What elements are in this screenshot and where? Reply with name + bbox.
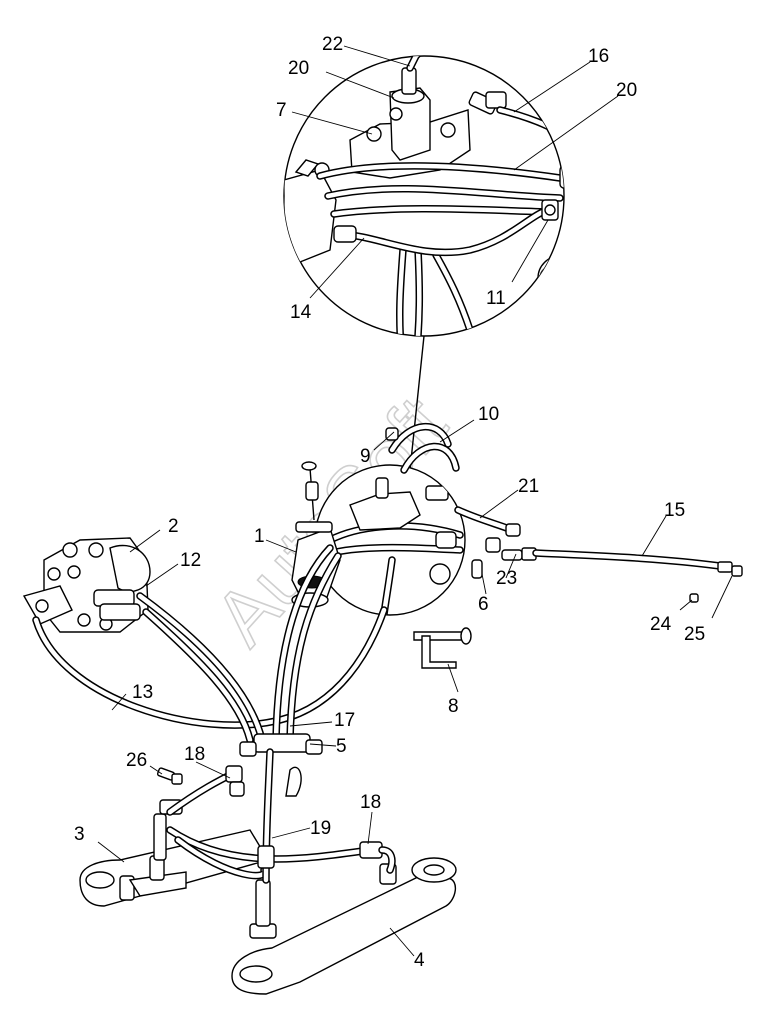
callout-5: 5 xyxy=(336,736,347,757)
callout-17: 17 xyxy=(334,710,355,731)
callout-13: 13 xyxy=(132,682,153,703)
callout-1: 1 xyxy=(254,526,265,547)
steering-unit-assembly xyxy=(314,464,466,616)
callout-12: 12 xyxy=(180,550,201,571)
leader-lines xyxy=(97,45,733,957)
callout-16: 16 xyxy=(588,46,609,67)
fitting-26 xyxy=(156,767,183,785)
cylinder-right xyxy=(231,857,457,995)
pump-unit xyxy=(22,537,151,633)
callout-15: 15 xyxy=(664,500,685,521)
detail-leader xyxy=(409,335,425,471)
callout-18a: 18 xyxy=(184,744,205,765)
callout-3: 3 xyxy=(74,824,85,845)
callout-20b: 20 xyxy=(616,80,637,101)
return-hoses xyxy=(385,423,460,474)
callout-9: 9 xyxy=(360,446,371,467)
callout-21: 21 xyxy=(518,476,539,497)
callout-23: 23 xyxy=(496,568,517,589)
callout-6: 6 xyxy=(478,594,489,615)
callout-26: 26 xyxy=(126,750,147,771)
callout-labels: 22 20 7 16 20 11 14 10 9 21 15 2 1 12 23… xyxy=(74,34,705,971)
cylinder-hoses xyxy=(166,748,396,884)
callout-2: 2 xyxy=(168,516,179,537)
callout-7: 7 xyxy=(276,100,287,121)
detail-view xyxy=(283,55,565,471)
callout-14: 14 xyxy=(290,302,312,323)
pump-hoses xyxy=(32,544,388,744)
callout-19: 19 xyxy=(310,818,331,839)
callout-11: 11 xyxy=(486,288,506,309)
callout-8: 8 xyxy=(448,696,459,717)
clamp xyxy=(239,733,323,797)
callout-18b: 18 xyxy=(360,792,381,813)
pressure-line xyxy=(454,506,743,603)
bracket-8 xyxy=(413,627,472,669)
callout-4: 4 xyxy=(414,950,425,971)
callout-25: 25 xyxy=(684,624,705,645)
callout-24: 24 xyxy=(650,614,672,635)
callout-22: 22 xyxy=(322,34,343,55)
callout-10: 10 xyxy=(478,404,499,425)
callout-20a: 20 xyxy=(288,58,309,79)
